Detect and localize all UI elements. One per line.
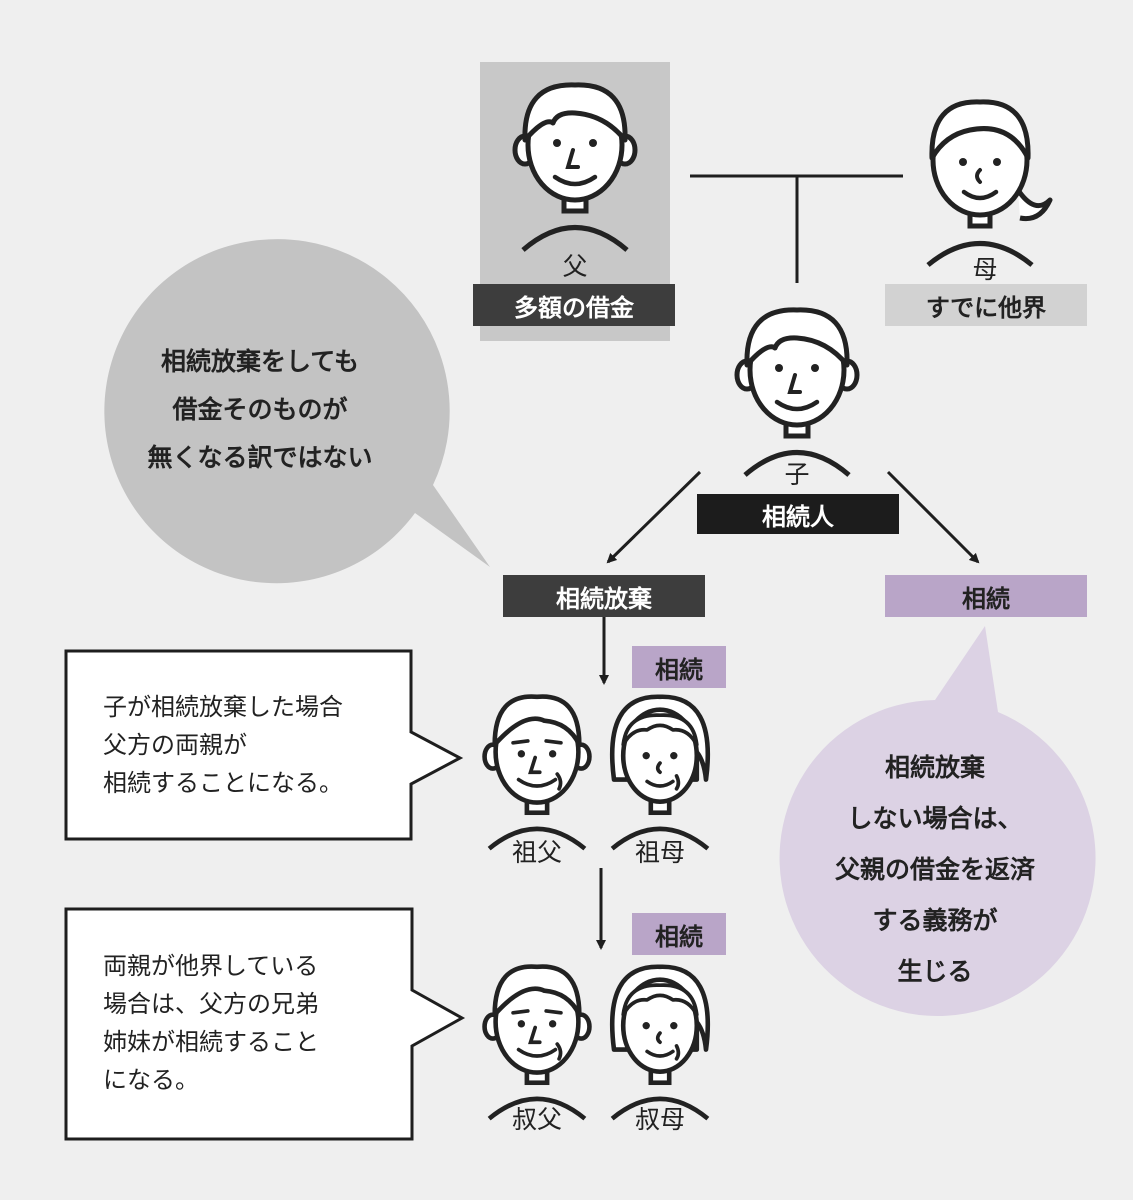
grandmother-name: 祖母 [634,838,685,867]
right-bubble-line: 生じる [897,957,973,986]
father-debt-label: 多額の借金 [473,284,675,326]
child-figure-icon [737,310,857,475]
siblings-note-line: になる。 [103,1066,199,1094]
left-bubble-text: 相続放棄をしても 借金そのものが 無くなる訳ではない [110,338,410,482]
arrow-to-inherit [886,470,980,564]
child-name: 子 [784,460,810,489]
siblings-inherit-tag: 相続 [632,913,726,955]
right-bubble-line: 父親の借金を返済 [834,855,1035,884]
grandparents-note-line: 父方の両親が [103,731,247,759]
renounce-branch-label: 相続放棄 [503,575,705,617]
father-name: 父 [562,252,588,281]
aunt-figure-icon [612,967,708,1119]
grandfather-name: 祖父 [511,838,562,867]
left-bubble-line: 無くなる訳ではない [147,443,373,472]
grandfather-figure-icon [485,697,590,849]
arrow-to-renounce [606,470,702,564]
grandparents-note-line: 子が相続放棄した場合 [103,693,343,721]
mother-name: 母 [972,255,998,284]
right-bubble-line: しない場合は、 [847,804,1023,833]
mother-deceased-label: すでに他界 [885,284,1087,326]
mother-figure-icon [928,102,1050,265]
uncle-figure-icon [485,967,590,1119]
child-heir-label: 相続人 [697,494,899,534]
right-bubble-text: 相続放棄 しない場合は、 父親の借金を返済 する義務が 生じる [790,742,1080,997]
inherit-branch-label: 相続 [885,575,1087,617]
grandparents-note-line: 相続することになる。 [103,769,343,797]
left-bubble-line: 相続放棄をしても [160,347,359,376]
siblings-note-box [64,907,466,1141]
grandparents-inherit-tag: 相続 [632,646,726,688]
siblings-note-text: 両親が他界している 場合は、父方の兄弟 姉妹が相続すること になる。 [103,947,403,1099]
siblings-note-line: 両親が他界している [103,952,319,980]
aunt-name: 叔母 [634,1105,685,1134]
right-bubble-line: 相続放棄 [884,753,985,782]
grandparents-note-text: 子が相続放棄した場合 父方の両親が 相続することになる。 [103,688,403,802]
left-speech-bubble [104,239,490,584]
siblings-note-line: 場合は、父方の兄弟 [103,990,319,1018]
uncle-name: 叔父 [511,1105,562,1134]
siblings-note-line: 姉妹が相続すること [103,1028,319,1056]
right-speech-bubble [779,626,1096,1016]
right-bubble-line: する義務が [872,906,998,935]
grandparents-note-box [64,649,464,841]
grandmother-figure-icon [612,697,708,849]
left-bubble-line: 借金そのものが [172,395,348,424]
